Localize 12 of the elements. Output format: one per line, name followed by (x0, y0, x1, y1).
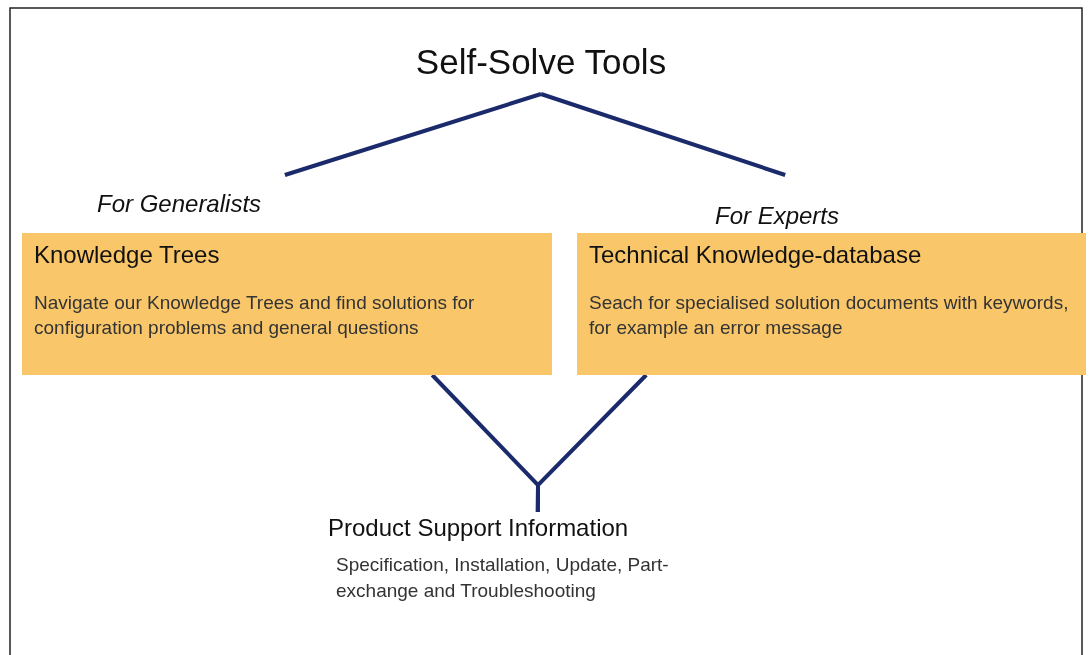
card-heading: Knowledge Trees (34, 241, 221, 269)
node-label: Self-Solve Tools (414, 42, 668, 82)
section-heading: Product Support Information (328, 513, 630, 543)
group-label: For Generalists (97, 190, 262, 218)
card-description: Navigate our Knowledge Trees and find solutions for configuration problems and general questions (34, 291, 476, 340)
card-description: Seach for specialised solution documents with keywords, for example an error message (589, 291, 1070, 340)
connector-line (535, 373, 648, 512)
connector-line (540, 92, 786, 177)
group-label: For Experts (715, 202, 840, 230)
section-description: Specification, Installation, Update, Part-exchange and Troubleshooting (336, 553, 670, 604)
connector-line (284, 92, 542, 177)
card-heading: Technical Knowledge-database (589, 241, 923, 269)
